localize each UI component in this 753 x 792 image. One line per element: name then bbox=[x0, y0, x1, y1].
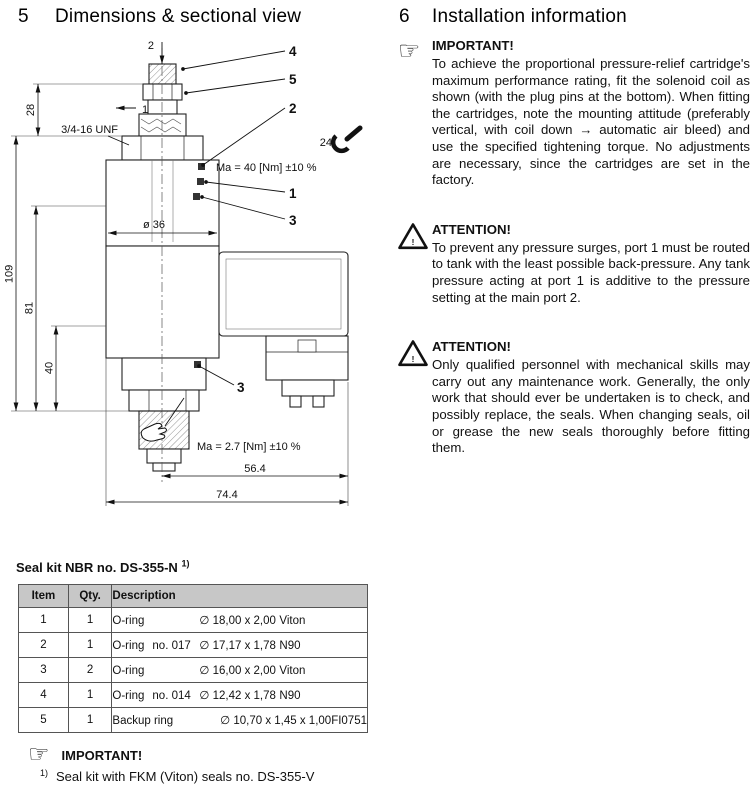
footnote-text: Seal kit with FKM (Viton) seals no. DS-3… bbox=[56, 769, 315, 784]
leader-lines bbox=[107, 42, 286, 427]
desc-size: ∅ 12,42 x 1,78 bbox=[199, 690, 276, 702]
seal-kit-title: Seal kit NBR no. DS-355-N 1) bbox=[16, 558, 190, 575]
note-attention-1: ! ATTENTION! To prevent any pressure sur… bbox=[398, 222, 750, 306]
table-row: 5 1 Backup ring ∅ 10,70 x 1,45 x 1,00FI07… bbox=[18, 707, 368, 733]
extension-lines bbox=[11, 83, 349, 506]
installation-notes: ☞ IMPORTANT! To achieve the proportional… bbox=[398, 38, 750, 490]
pointer-left-label: 1 bbox=[142, 104, 148, 116]
desc-name: O-ring bbox=[112, 640, 145, 652]
section-5-title: Dimensions & sectional view bbox=[55, 6, 302, 27]
balloon-2: 2 bbox=[289, 101, 297, 116]
cell-item: 5 bbox=[18, 707, 69, 733]
desc-name: O-ring bbox=[112, 615, 145, 627]
thread-label: 3/4-16 UNF bbox=[61, 124, 118, 136]
note-attention-2: ! ATTENTION! Only qualified personnel wi… bbox=[398, 339, 750, 457]
desc-no: no. 014 bbox=[152, 690, 191, 702]
torque-top-label: Ma = 40 [Nm] ±10 % bbox=[216, 162, 317, 174]
dim-40-label: 40 bbox=[44, 362, 56, 374]
seal-kit-title-text: Seal kit NBR no. DS-355-N bbox=[16, 560, 178, 575]
section-6-heading: 6 Installation information bbox=[399, 6, 627, 28]
footnote-line: 1) Seal kit with FKM (Viton) seals no. DS… bbox=[40, 767, 315, 784]
footer-important-label: IMPORTANT! bbox=[61, 747, 143, 763]
cell-item: 1 bbox=[18, 607, 69, 633]
desc-material: N90 bbox=[279, 690, 301, 702]
balloon-5: 5 bbox=[289, 72, 297, 87]
note-text: To prevent any pressure surges, port 1 m… bbox=[432, 239, 750, 305]
desc-name: Backup ring bbox=[112, 715, 174, 727]
col-header-qty: Qty. bbox=[67, 584, 113, 608]
cell-qty: 1 bbox=[67, 632, 113, 658]
warning-exclamation: ! bbox=[412, 238, 415, 247]
warning-triangle-icon: ! bbox=[398, 222, 428, 249]
pointer-top-label: 2 bbox=[148, 40, 154, 52]
wrench-icon bbox=[330, 125, 363, 154]
footnote-ref: 1) bbox=[40, 767, 49, 778]
desc-material: Viton bbox=[279, 665, 306, 677]
warning-exclamation: ! bbox=[412, 355, 415, 364]
note-text: To achieve the proportional pressure-rel… bbox=[432, 56, 750, 188]
col-header-item: Item bbox=[18, 584, 69, 608]
cell-item: 3 bbox=[18, 657, 69, 683]
desc-name: O-ring bbox=[112, 665, 145, 677]
cell-qty: 2 bbox=[67, 657, 113, 683]
section-5-heading: 5 Dimensions & sectional view bbox=[18, 6, 301, 28]
dim-81-label: 81 bbox=[24, 302, 36, 314]
seal-kit-title-footnote-ref: 1) bbox=[181, 558, 190, 569]
dim-28-label: 28 bbox=[25, 104, 37, 116]
wrench-size-label: 24 bbox=[320, 137, 332, 149]
note-title: IMPORTANT! bbox=[432, 38, 514, 53]
cell-item: 2 bbox=[18, 632, 69, 658]
torque-bottom-label: Ma = 2.7 [Nm] ±10 % bbox=[197, 441, 301, 453]
cell-description: Backup ring ∅ 10,70 x 1,45 x 1,00FI0751 bbox=[111, 707, 368, 733]
pointing-hand-icon: ☞ bbox=[398, 37, 421, 65]
dim-109-label: 109 bbox=[4, 265, 16, 283]
desc-material: Viton bbox=[279, 615, 306, 627]
balloon-3-right: 3 bbox=[289, 213, 297, 228]
desc-no: no. 017 bbox=[152, 640, 191, 652]
dim-56-label: 56.4 bbox=[244, 463, 265, 475]
sectional-view-drawing: 2 1 4 5 2 1 3 3 3/4-16 UNF 24 Ma = 40 [N… bbox=[4, 40, 363, 506]
balloon-4: 4 bbox=[289, 44, 297, 59]
cell-qty: 1 bbox=[67, 707, 113, 733]
dia-36-label: ø 36 bbox=[143, 219, 165, 231]
pointing-hand-icon: ☞ bbox=[28, 741, 50, 768]
dimension-lines bbox=[13, 84, 348, 505]
desc-material: FI0751 bbox=[331, 715, 367, 727]
desc-size: ∅ 18,00 x 2,00 bbox=[199, 615, 276, 627]
note-text: Only qualified personnel with mechanical… bbox=[432, 357, 750, 456]
warning-triangle-icon: ! bbox=[398, 340, 428, 367]
dim-74-label: 74.4 bbox=[216, 489, 237, 501]
seal-kit-table: Item Qty. Description 1 1 O-ring ∅ 18,00 … bbox=[18, 584, 368, 733]
desc-size: ∅ 10,70 x 1,45 x 1,00 bbox=[220, 715, 332, 727]
table-header-row: Item Qty. Description bbox=[18, 584, 368, 608]
section-6-number: 6 bbox=[399, 6, 410, 27]
desc-material: N90 bbox=[279, 640, 301, 652]
hand-icon bbox=[140, 422, 167, 442]
balloon-3-bottom: 3 bbox=[237, 380, 245, 395]
section-5-number: 5 bbox=[18, 6, 29, 27]
note-important: ☞ IMPORTANT! To achieve the proportional… bbox=[398, 38, 750, 189]
desc-name: O-ring bbox=[112, 690, 145, 702]
cell-qty: 1 bbox=[67, 682, 113, 708]
footer-important: ☞ IMPORTANT! bbox=[28, 743, 142, 767]
note-title: ATTENTION! bbox=[432, 221, 511, 237]
note-title: ATTENTION! bbox=[432, 339, 511, 355]
section-6-title: Installation information bbox=[432, 6, 627, 27]
desc-size: ∅ 16,00 x 2,00 bbox=[199, 665, 276, 677]
cell-item: 4 bbox=[18, 682, 69, 708]
cell-qty: 1 bbox=[67, 607, 113, 633]
col-header-description: Description bbox=[111, 584, 368, 608]
balloon-1: 1 bbox=[289, 186, 297, 201]
seal-markers bbox=[193, 163, 205, 368]
desc-size: ∅ 17,17 x 1,78 bbox=[199, 640, 276, 652]
valve-outline bbox=[105, 63, 349, 472]
